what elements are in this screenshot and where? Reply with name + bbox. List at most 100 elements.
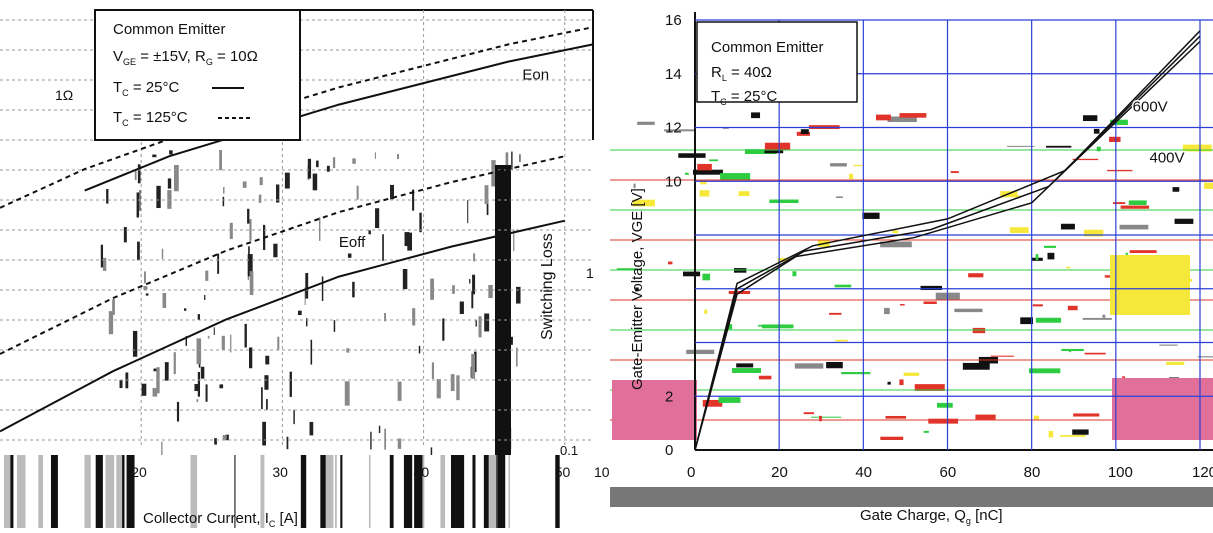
artifact-noise — [1028, 368, 1061, 374]
right-y-tick-10: 10 — [665, 173, 682, 190]
artifact-noise — [472, 455, 476, 528]
artifact-noise — [612, 380, 697, 450]
right-y-tick-14: 14 — [665, 66, 682, 83]
artifact-noise — [1174, 218, 1194, 224]
right-series-400v — [694, 35, 1201, 451]
artifact-noise — [205, 384, 208, 402]
artifact-noise — [207, 335, 210, 339]
artifact-noise — [374, 152, 376, 159]
artifact-noise — [473, 253, 476, 262]
left-y-tick-label: 1 — [586, 265, 594, 281]
artifact-noise — [316, 160, 319, 168]
artifact-noise — [841, 372, 871, 375]
artifact-noise — [880, 241, 912, 248]
artifact-noise — [112, 299, 115, 315]
artifact-noise — [892, 230, 899, 234]
artifact-noise — [161, 441, 163, 465]
artifact-noise — [100, 244, 104, 268]
artifact-noise — [277, 336, 280, 350]
artifact-noise — [176, 401, 180, 422]
artifact-noise — [129, 455, 135, 528]
artifact-noise — [284, 172, 290, 189]
left-legend-entry-25c: TC = 25°C — [113, 79, 179, 98]
artifact-noise — [1113, 202, 1126, 205]
artifact-noise — [471, 353, 476, 379]
artifact-noise — [132, 330, 138, 357]
artifact-noise — [213, 327, 215, 335]
artifact-noise — [456, 375, 460, 401]
artifact-noise — [390, 184, 394, 200]
artifact-noise — [122, 455, 125, 528]
left-x-tick-20: 20 — [131, 464, 147, 480]
artifact-noise — [402, 268, 408, 290]
artifact-noise — [1102, 314, 1106, 318]
artifact-noise — [450, 455, 459, 528]
artifact-noise — [1069, 350, 1072, 353]
artifact-noise — [732, 368, 761, 373]
artifact-noise — [1159, 344, 1178, 346]
artifact-noise — [134, 170, 137, 181]
artifact-noise — [1046, 145, 1072, 148]
artifact-noise — [1072, 429, 1089, 435]
artifact-noise — [718, 397, 741, 403]
left-series-eoff-dashed — [0, 155, 566, 355]
artifact-noise — [141, 383, 147, 396]
right-x-tick-120: 120 — [1192, 464, 1213, 481]
artifact-noise — [382, 234, 384, 261]
artifact-noise — [811, 416, 842, 418]
artifact-noise — [161, 248, 164, 259]
artifact-noise — [95, 455, 103, 528]
artifact-noise — [1096, 146, 1101, 152]
artifact-noise — [310, 339, 313, 365]
left-curve-label-eon: Eon — [522, 66, 549, 83]
right-y-tick-0: 0 — [665, 442, 673, 459]
artifact-noise — [1182, 144, 1212, 152]
artifact-noise — [862, 212, 880, 219]
artifact-noise — [472, 274, 476, 295]
artifact-noise — [1035, 317, 1062, 323]
right-legend-load: RL = 40Ω — [711, 64, 772, 83]
artifact-noise — [803, 412, 815, 415]
artifact-noise — [384, 313, 387, 322]
artifact-noise — [375, 208, 380, 229]
artifact-noise — [440, 455, 446, 528]
artifact-noise — [84, 455, 88, 528]
artifact-noise — [249, 219, 252, 241]
artifact-noise — [962, 362, 990, 370]
artifact-noise — [1066, 266, 1071, 269]
artifact-noise — [108, 311, 114, 335]
artifact-noise — [769, 199, 799, 204]
artifact-noise — [495, 165, 511, 455]
artifact-noise — [459, 301, 464, 314]
artifact-noise — [205, 270, 209, 281]
artifact-noise — [475, 320, 477, 327]
artifact-noise — [899, 304, 905, 306]
artifact-noise — [403, 455, 413, 528]
artifact-noise — [513, 229, 515, 252]
artifact-noise — [1084, 229, 1104, 237]
artifact-noise — [555, 455, 560, 528]
artifact-noise — [702, 273, 711, 281]
artifact-noise — [297, 310, 302, 316]
artifact-noise — [1048, 430, 1054, 438]
artifact-noise — [102, 257, 107, 271]
right-curve-label-400v: 400V — [1150, 149, 1185, 166]
artifact-noise — [508, 455, 511, 528]
right-chart: Common Emitter RL = 40Ω TC = 25°C 021012… — [610, 12, 1213, 526]
artifact-noise — [145, 293, 149, 296]
artifact-noise — [496, 455, 498, 528]
artifact-noise — [265, 355, 270, 365]
artifact-noise — [1110, 119, 1128, 125]
artifact-noise — [474, 351, 477, 373]
artifact-noise — [167, 190, 172, 209]
right-legend-header: Common Emitter — [711, 39, 824, 56]
artifact-noise — [1120, 205, 1150, 209]
left-tick-label-resistance: 1Ω — [55, 87, 73, 103]
artifact-noise — [16, 455, 26, 528]
artifact-noise — [497, 455, 506, 528]
artifact-noise — [247, 254, 253, 277]
left-legend-box — [94, 9, 301, 141]
artifact-noise — [247, 208, 250, 224]
right-series-600v — [694, 30, 1201, 451]
artifact-noise — [1060, 223, 1075, 230]
